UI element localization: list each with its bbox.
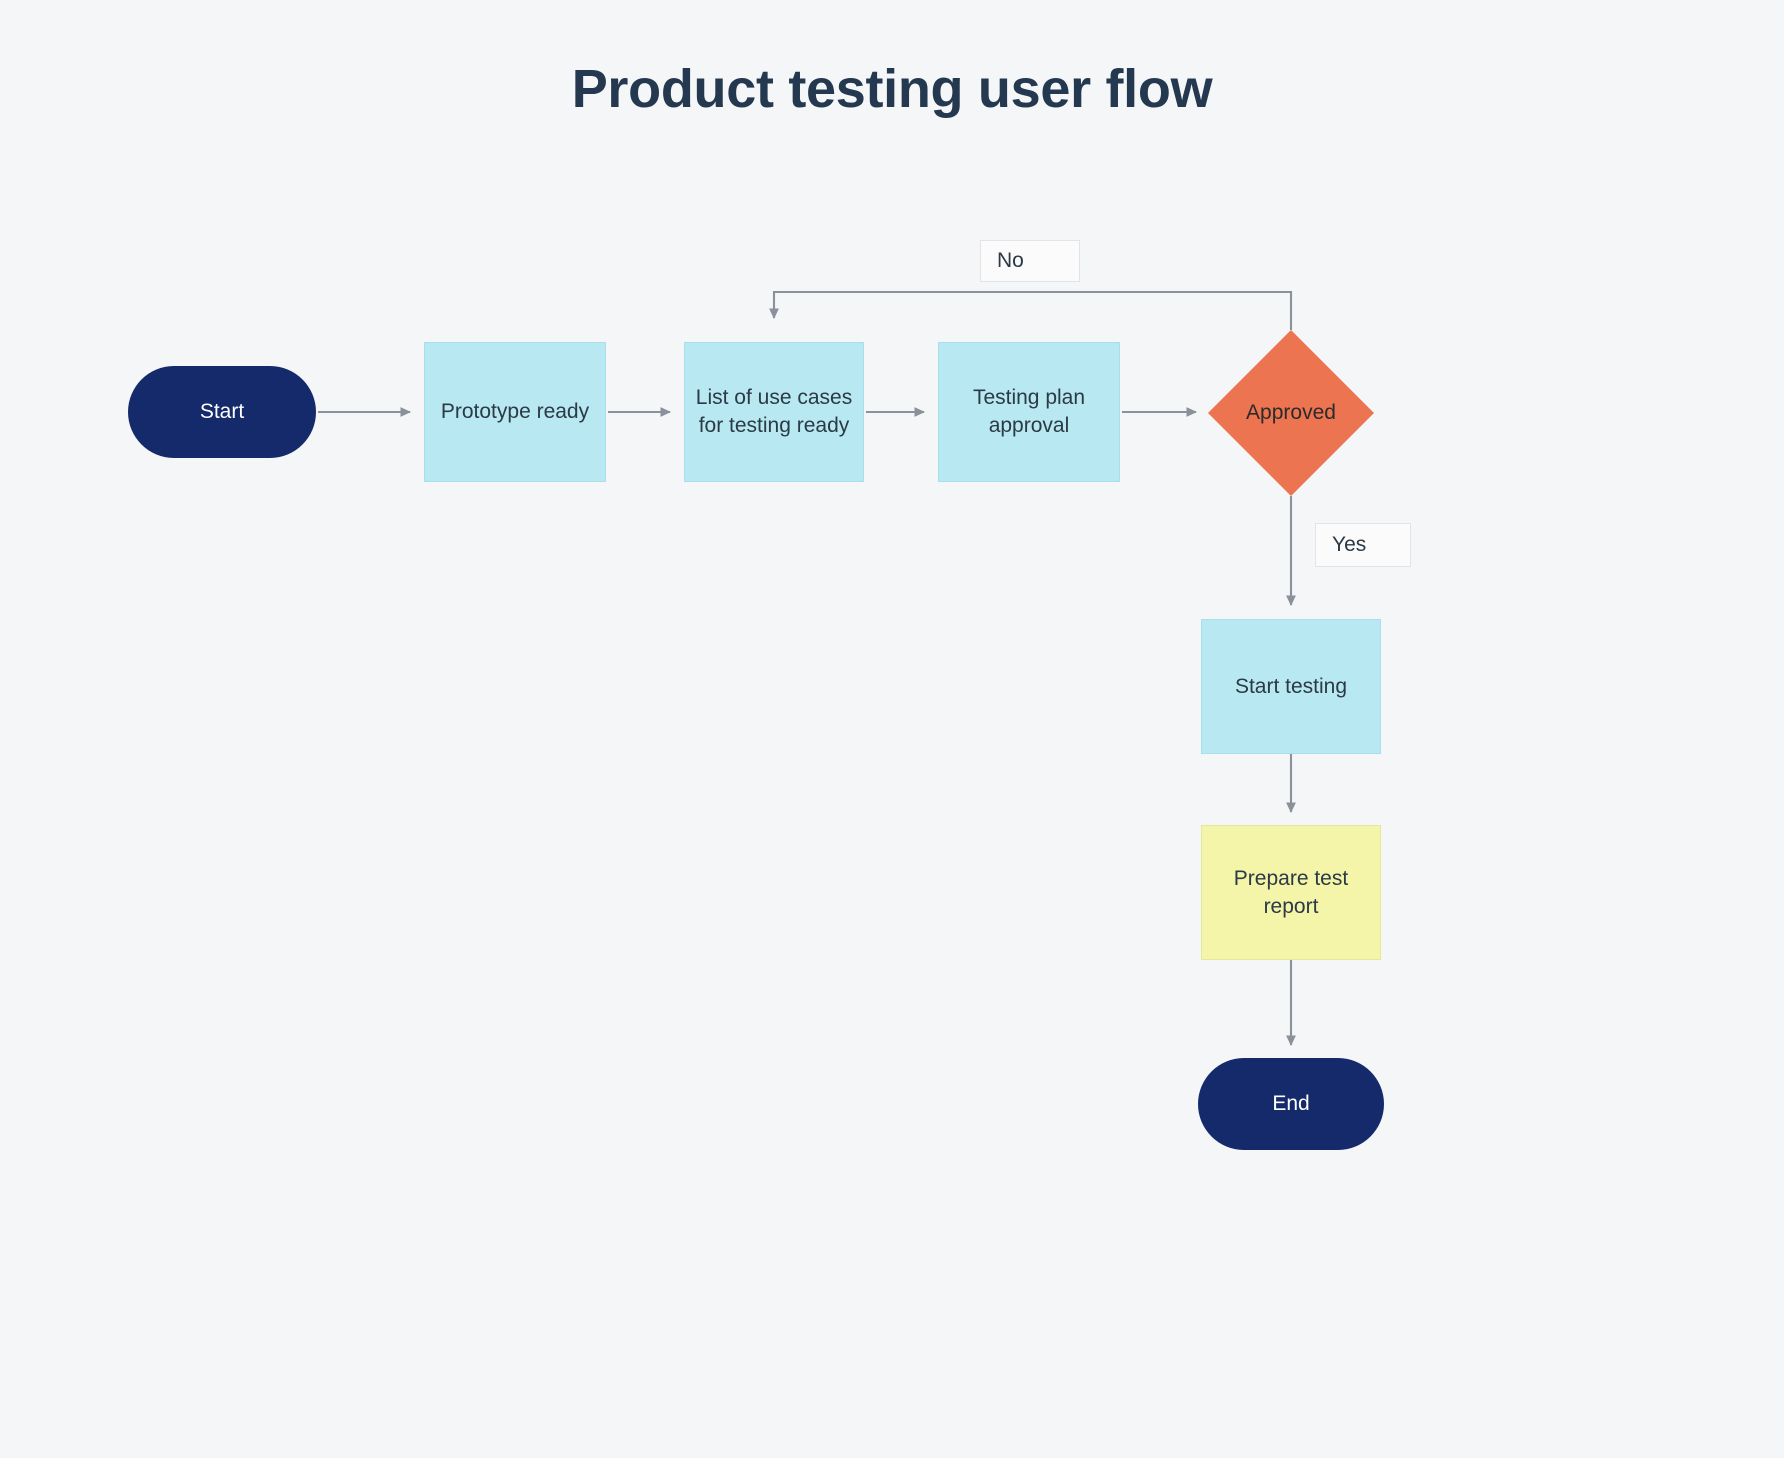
node-end-label: End: [1272, 1092, 1310, 1116]
edge-approved-to-usecases-no: [769, 290, 1293, 330]
node-start[interactable]: Start: [128, 366, 316, 458]
node-start-label: Start: [199, 400, 245, 424]
node-prototype-ready[interactable]: Prototype ready: [424, 342, 606, 482]
edge-label-yes[interactable]: Yes: [1315, 523, 1411, 567]
node-list-of-use-cases-label: List of use cases for testing ready: [695, 386, 853, 437]
edge-label-yes-text: Yes: [1332, 533, 1367, 556]
node-start-testing-label: Start testing: [1234, 674, 1348, 698]
diamond-icon: [1208, 330, 1374, 496]
node-list-of-use-cases[interactable]: List of use cases for testing ready: [684, 342, 864, 482]
edge-label-no[interactable]: No: [980, 240, 1080, 282]
node-approved-decision-label: Approved: [1246, 401, 1336, 425]
node-approved-decision[interactable]: Approved: [1208, 330, 1374, 496]
node-prepare-test-report-label: Prepare test report: [1233, 866, 1349, 918]
node-prepare-test-report[interactable]: Prepare test report: [1201, 825, 1381, 960]
node-start-testing[interactable]: Start testing: [1201, 619, 1381, 754]
page-title: Product testing user flow: [571, 59, 1213, 119]
node-end[interactable]: End: [1198, 1058, 1384, 1150]
edge-label-no-text: No: [997, 249, 1024, 272]
node-testing-plan-approval-label: Testing plan approval: [972, 386, 1086, 437]
node-prototype-ready-label: Prototype ready: [440, 400, 590, 424]
node-testing-plan-approval[interactable]: Testing plan approval: [938, 342, 1120, 482]
